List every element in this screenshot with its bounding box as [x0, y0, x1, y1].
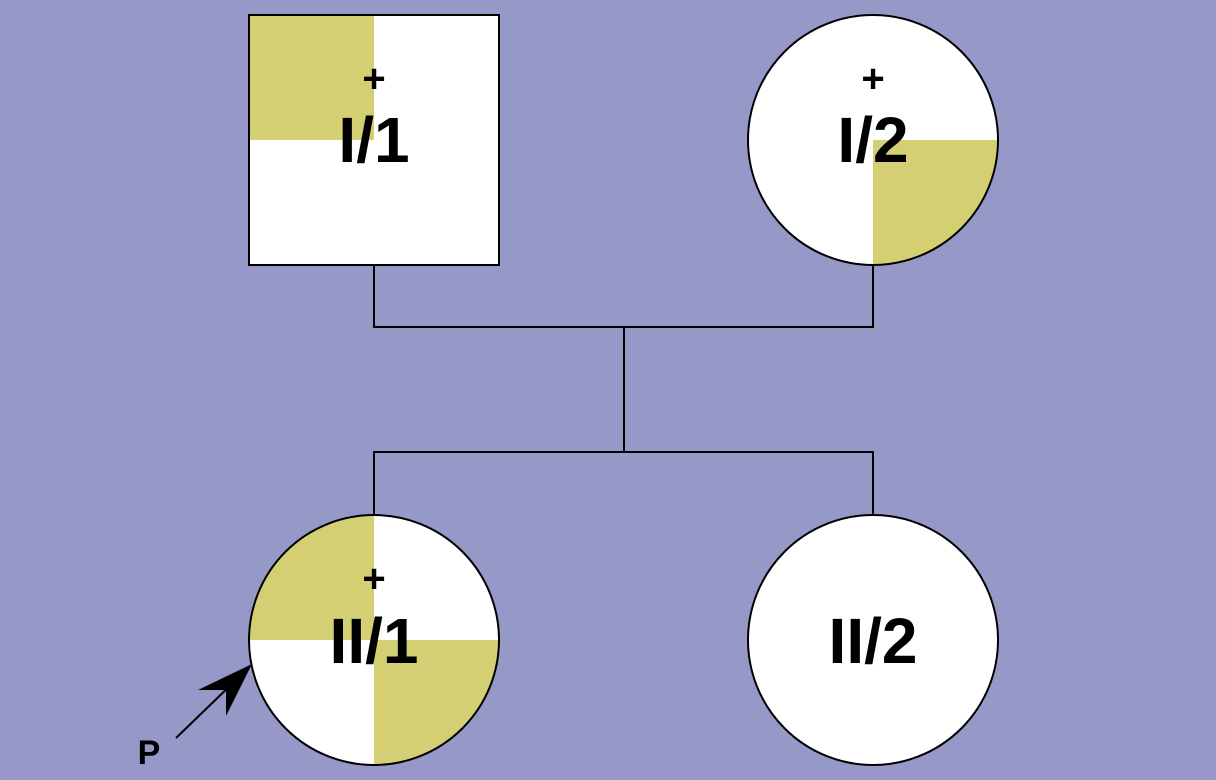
circle-outline — [747, 514, 999, 766]
proband-arrow-icon — [198, 664, 252, 716]
plus-marker: + — [362, 57, 385, 101]
square-outline — [248, 14, 500, 266]
proband-indicator: P — [138, 664, 252, 772]
individual-I-2[interactable]: + I/2 — [747, 14, 999, 266]
circle-outline — [248, 514, 500, 766]
mating-line — [373, 265, 874, 328]
pedigree-lines — [373, 265, 874, 515]
proband-label: P — [138, 734, 161, 772]
female-circle-symbol — [748, 515, 998, 765]
individual-label: II/2 — [829, 605, 918, 677]
shaded-quadrant-top-left — [249, 15, 374, 140]
plus-marker: + — [362, 557, 385, 601]
individual-label: II/1 — [330, 605, 419, 677]
plus-marker: + — [861, 57, 884, 101]
individual-label: I/1 — [338, 104, 409, 176]
individual-I-1[interactable]: + I/1 — [248, 14, 500, 266]
individual-II-1[interactable]: + II/1 — [248, 514, 500, 766]
individual-II-2[interactable]: II/2 — [747, 514, 999, 766]
circle-outline — [747, 14, 999, 266]
individual-label: I/2 — [837, 104, 908, 176]
sibship-line — [373, 451, 874, 515]
